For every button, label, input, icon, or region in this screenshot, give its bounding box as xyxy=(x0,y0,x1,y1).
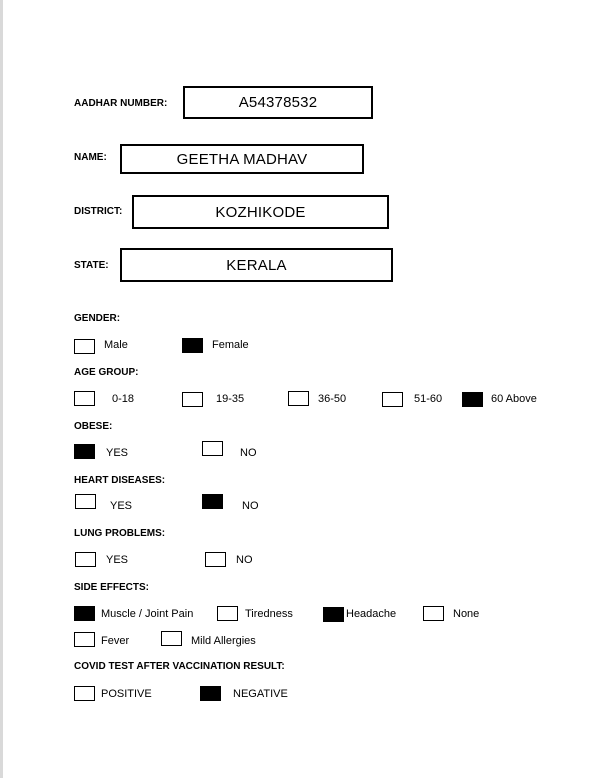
side-effect-muscle-label: Muscle / Joint Pain xyxy=(101,608,194,620)
state-label: STATE: xyxy=(74,260,109,271)
side-effect-allergies-label: Mild Allergies xyxy=(191,635,256,647)
lung-no-checkbox[interactable] xyxy=(205,552,226,567)
state-field[interactable]: KERALA xyxy=(120,248,393,282)
heart-yes-label: YES xyxy=(110,500,133,512)
lung-no-label: NO xyxy=(236,554,253,566)
age-0-18-label: 0-18 xyxy=(112,393,135,405)
gender-female-label: Female xyxy=(212,339,249,351)
obese-title: OBESE: xyxy=(74,421,113,432)
side-effect-headache-label: Headache xyxy=(346,608,397,620)
gender-male-checkbox[interactable] xyxy=(74,339,95,354)
side-effect-tiredness-label: Tiredness xyxy=(245,608,293,620)
name-label: NAME: xyxy=(74,152,107,163)
age-36-50-checkbox[interactable] xyxy=(288,391,309,406)
obese-yes-label: YES xyxy=(106,447,129,459)
age-51-60-label: 51-60 xyxy=(414,393,443,405)
lung-yes-checkbox[interactable] xyxy=(75,552,96,567)
side-effect-none-label: None xyxy=(453,608,480,620)
heart-yes-checkbox[interactable] xyxy=(75,494,96,509)
age-60-above-checkbox[interactable] xyxy=(462,392,483,407)
lung-yes-label: YES xyxy=(106,554,129,566)
obese-no-label: NO xyxy=(240,447,257,459)
gender-male-label: Male xyxy=(104,339,128,351)
page-left-edge xyxy=(0,0,3,778)
covid-positive-label: POSITIVE xyxy=(101,688,152,700)
heart-no-label: NO xyxy=(242,500,259,512)
lung-problems-title: LUNG PROBLEMS: xyxy=(74,528,166,539)
covid-negative-label: NEGATIVE xyxy=(233,688,288,700)
age-60-above-label: 60 Above xyxy=(491,393,537,405)
name-field[interactable]: GEETHA MADHAV xyxy=(120,144,364,174)
age-36-50-label: 36-50 xyxy=(318,393,347,405)
age-51-60-checkbox[interactable] xyxy=(382,392,403,407)
side-effect-muscle-checkbox[interactable] xyxy=(74,606,95,621)
side-effect-fever-label: Fever xyxy=(101,635,130,647)
side-effects-title: SIDE EFFECTS: xyxy=(74,582,150,593)
aadhar-field[interactable]: A54378532 xyxy=(183,86,373,119)
obese-no-checkbox[interactable] xyxy=(202,441,223,456)
age-19-35-label: 19-35 xyxy=(216,393,245,405)
covid-result-title: COVID TEST AFTER VACCINATION RESULT: xyxy=(74,661,285,672)
covid-negative-checkbox[interactable] xyxy=(200,686,221,701)
aadhar-label: AADHAR NUMBER: xyxy=(74,98,168,109)
heart-no-checkbox[interactable] xyxy=(202,494,223,509)
side-effect-allergies-checkbox[interactable] xyxy=(161,631,182,646)
district-field[interactable]: KOZHIKODE xyxy=(132,195,389,229)
age-group-title: AGE GROUP: xyxy=(74,367,139,378)
age-0-18-checkbox[interactable] xyxy=(74,391,95,406)
side-effect-headache-checkbox[interactable] xyxy=(323,607,344,622)
gender-female-checkbox[interactable] xyxy=(182,338,203,353)
side-effect-tiredness-checkbox[interactable] xyxy=(217,606,238,621)
side-effect-fever-checkbox[interactable] xyxy=(74,632,95,647)
gender-title: GENDER: xyxy=(74,313,121,324)
heart-diseases-title: HEART DISEASES: xyxy=(74,475,166,486)
obese-yes-checkbox[interactable] xyxy=(74,444,95,459)
side-effect-none-checkbox[interactable] xyxy=(423,606,444,621)
covid-positive-checkbox[interactable] xyxy=(74,686,95,701)
district-label: DISTRICT: xyxy=(74,206,123,217)
age-19-35-checkbox[interactable] xyxy=(182,392,203,407)
